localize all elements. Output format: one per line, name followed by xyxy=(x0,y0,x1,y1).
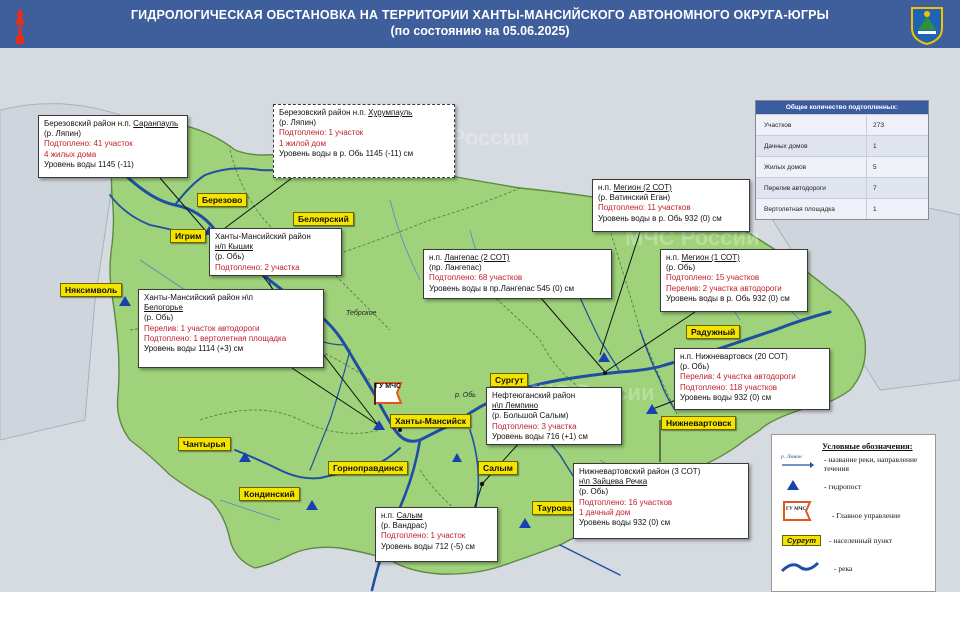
callout-lempino[interactable]: Нефтеюганский район н\п Лемпино (р. Боль… xyxy=(486,387,622,445)
map-legend: Условные обозначения: р. Лямин - названи… xyxy=(771,434,936,592)
legend-town-sample: Сургут xyxy=(782,535,822,546)
town-label-gornopravdinsk[interactable]: Горноправдинск xyxy=(328,461,409,475)
river-label-ob: р. Обь xyxy=(455,392,476,399)
town-label-berezovo[interactable]: Березово xyxy=(197,193,248,207)
callout-belogorye[interactable]: Ханты-Мансийский район н\п Белогорье (р.… xyxy=(138,289,324,368)
legend-hq-sample: ГУ МЧС xyxy=(786,507,807,512)
callout-megion-1sot[interactable]: н.п. Мегион (1 СОТ) (р. Обь) Подтоплено:… xyxy=(660,249,808,312)
town-label-nizhnevartovsk[interactable]: Нижневартовск xyxy=(661,416,737,430)
callout-nizhnevartovsk[interactable]: н.п. Нижневартовск (20 СОТ) (р. Обь) Пер… xyxy=(674,348,830,410)
page-title: ГИДРОЛОГИЧЕСКАЯ ОБСТАНОВКА НА ТЕРРИТОРИИ… xyxy=(130,8,830,22)
callout-salym[interactable]: н.п. Салым (р. Вандрас) Подтоплено: 1 уч… xyxy=(375,507,498,562)
town-label-surgut[interactable]: Сургут xyxy=(490,373,529,387)
callout-kyshik[interactable]: Ханты-Мансийский район н/п Кышик (р. Обь… xyxy=(209,228,342,276)
legend-river-sample: р. Лямин xyxy=(781,454,802,460)
legend-river: - река xyxy=(834,564,853,573)
callout-khurumpaul[interactable]: Березовский район н.п. Хурумпауль (р. Ля… xyxy=(273,104,455,178)
ugra-coat-of-arms-icon xyxy=(911,7,943,46)
callout-saranpaul[interactable]: Березовский район н.п. Саранпауль (р. Ля… xyxy=(38,115,188,178)
legend-hq: - Главное управление xyxy=(832,511,901,520)
header-bar: ГИДРОЛОГИЧЕСКАЯ ОБСТАНОВКА НА ТЕРРИТОРИИ… xyxy=(0,0,960,50)
town-label-beloyarsky[interactable]: Белоярский xyxy=(293,212,354,226)
callout-zaitseva-rechka[interactable]: Нижневартовский район (3 СОТ) н\п Зайцев… xyxy=(573,463,749,539)
callout-langepas[interactable]: н.п. Лангепас (2 СОТ) (пр. Лангепас) Под… xyxy=(423,249,612,299)
river-line-icon xyxy=(780,561,820,573)
town-label-igrim[interactable]: Игрим xyxy=(170,229,207,243)
page-subtitle: (по состоянию на 05.06.2025) xyxy=(390,24,570,38)
town-label-salym[interactable]: Салым xyxy=(478,461,518,475)
river-label-tebrskoe: Тебрское xyxy=(346,310,377,317)
legend-gauge: - гидропост xyxy=(824,482,862,491)
river-arrow-icon xyxy=(782,462,814,468)
town-label-raduzhny[interactable]: Радужный xyxy=(686,325,741,339)
gauge-icon xyxy=(787,480,799,490)
legend-river-desc: - название реки, направление течения xyxy=(824,455,918,473)
town-label-kondinsky[interactable]: Кондинский xyxy=(239,487,300,501)
town-label-khanty-mansiysk[interactable]: Ханты-Мансийск xyxy=(390,414,471,428)
town-dots xyxy=(398,371,607,487)
legend-title: Условные обозначения: xyxy=(822,441,913,451)
gu-mchs-label: ГУ МЧС xyxy=(375,383,402,390)
legend-town: - населенный пункт xyxy=(829,536,893,545)
town-label-taurova[interactable]: Таурова xyxy=(532,501,577,515)
stats-title: Общее количество подтопленных: xyxy=(756,101,928,114)
gu-mchs-flag-icon xyxy=(374,382,403,405)
town-label-nyaksimvol[interactable]: Няксимволь xyxy=(60,283,123,297)
mchs-emblem-icon xyxy=(15,8,25,44)
hq-flag-icon xyxy=(783,501,812,521)
town-label-chantyrya[interactable]: Чантырья xyxy=(178,437,231,451)
callout-megion-2sot[interactable]: н.п. Мегион (2 СОТ) (р. Ватинский Еган) … xyxy=(592,179,750,232)
